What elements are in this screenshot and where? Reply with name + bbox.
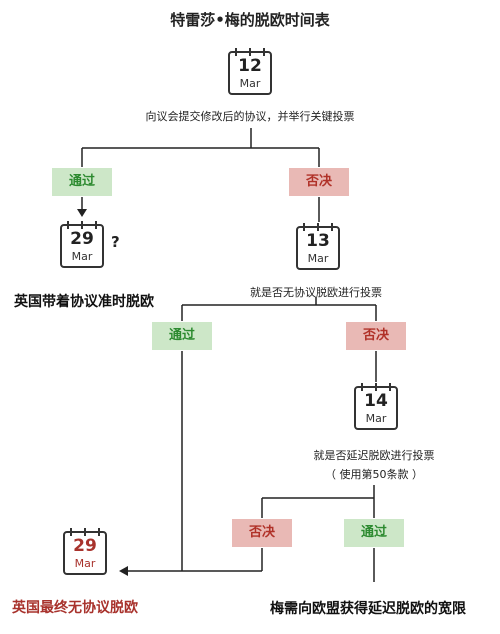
branch-reject-3: 否决 (232, 519, 292, 547)
arrowhead-to-no-deal-exit (119, 566, 128, 576)
calendar-day: 29 (70, 229, 94, 249)
calendar-icon-step1: 12 Mar (228, 48, 272, 95)
calendar-day: 14 (364, 391, 388, 411)
step3-description: 就是否延迟脱欧进行投票 (313, 449, 435, 462)
calendar-month: Mar (74, 557, 96, 570)
calendar-day: 12 (238, 56, 262, 76)
calendar-day: 29 (73, 536, 97, 556)
diagram-title: 特雷莎•梅的脱欧时间表 (170, 11, 330, 29)
calendar-icon-step2: 13 Mar (296, 223, 340, 270)
arrowhead-to-deal-exit (77, 209, 87, 217)
branch-pass-2: 通过 (152, 322, 212, 350)
calendar-icon-deal-exit: 29 Mar (60, 221, 104, 268)
calendar-month: Mar (365, 412, 387, 425)
calendar-icon-no-deal-exit: 29 Mar (63, 528, 107, 575)
branch-pass-1: 通过 (52, 168, 112, 196)
step1-description: 向议会提交修改后的协议，并举行关键投票 (145, 110, 355, 123)
outcome-delay: 梅需向欧盟获得延迟脱欧的宽限 (270, 601, 466, 617)
branch-reject-2: 否决 (346, 322, 406, 350)
branch-pass-3: 通过 (344, 519, 404, 547)
outcome-no-deal-exit: 英国最终无协议脱欧 (12, 600, 138, 616)
calendar-day: 13 (306, 231, 330, 251)
uncertain-mark: ? (111, 233, 120, 251)
calendar-icon-step3: 14 Mar (354, 383, 398, 430)
calendar-month: Mar (71, 250, 93, 263)
calendar-month: Mar (307, 252, 329, 265)
step3-note: （ 使用第50条款 ） (325, 468, 423, 481)
outcome-deal-exit: 英国带着协议准时脱欧 (14, 294, 154, 310)
step2-description: 就是否无协议脱欧进行投票 (250, 286, 382, 299)
branch-reject-1: 否决 (289, 168, 349, 196)
calendar-month: Mar (239, 77, 261, 90)
